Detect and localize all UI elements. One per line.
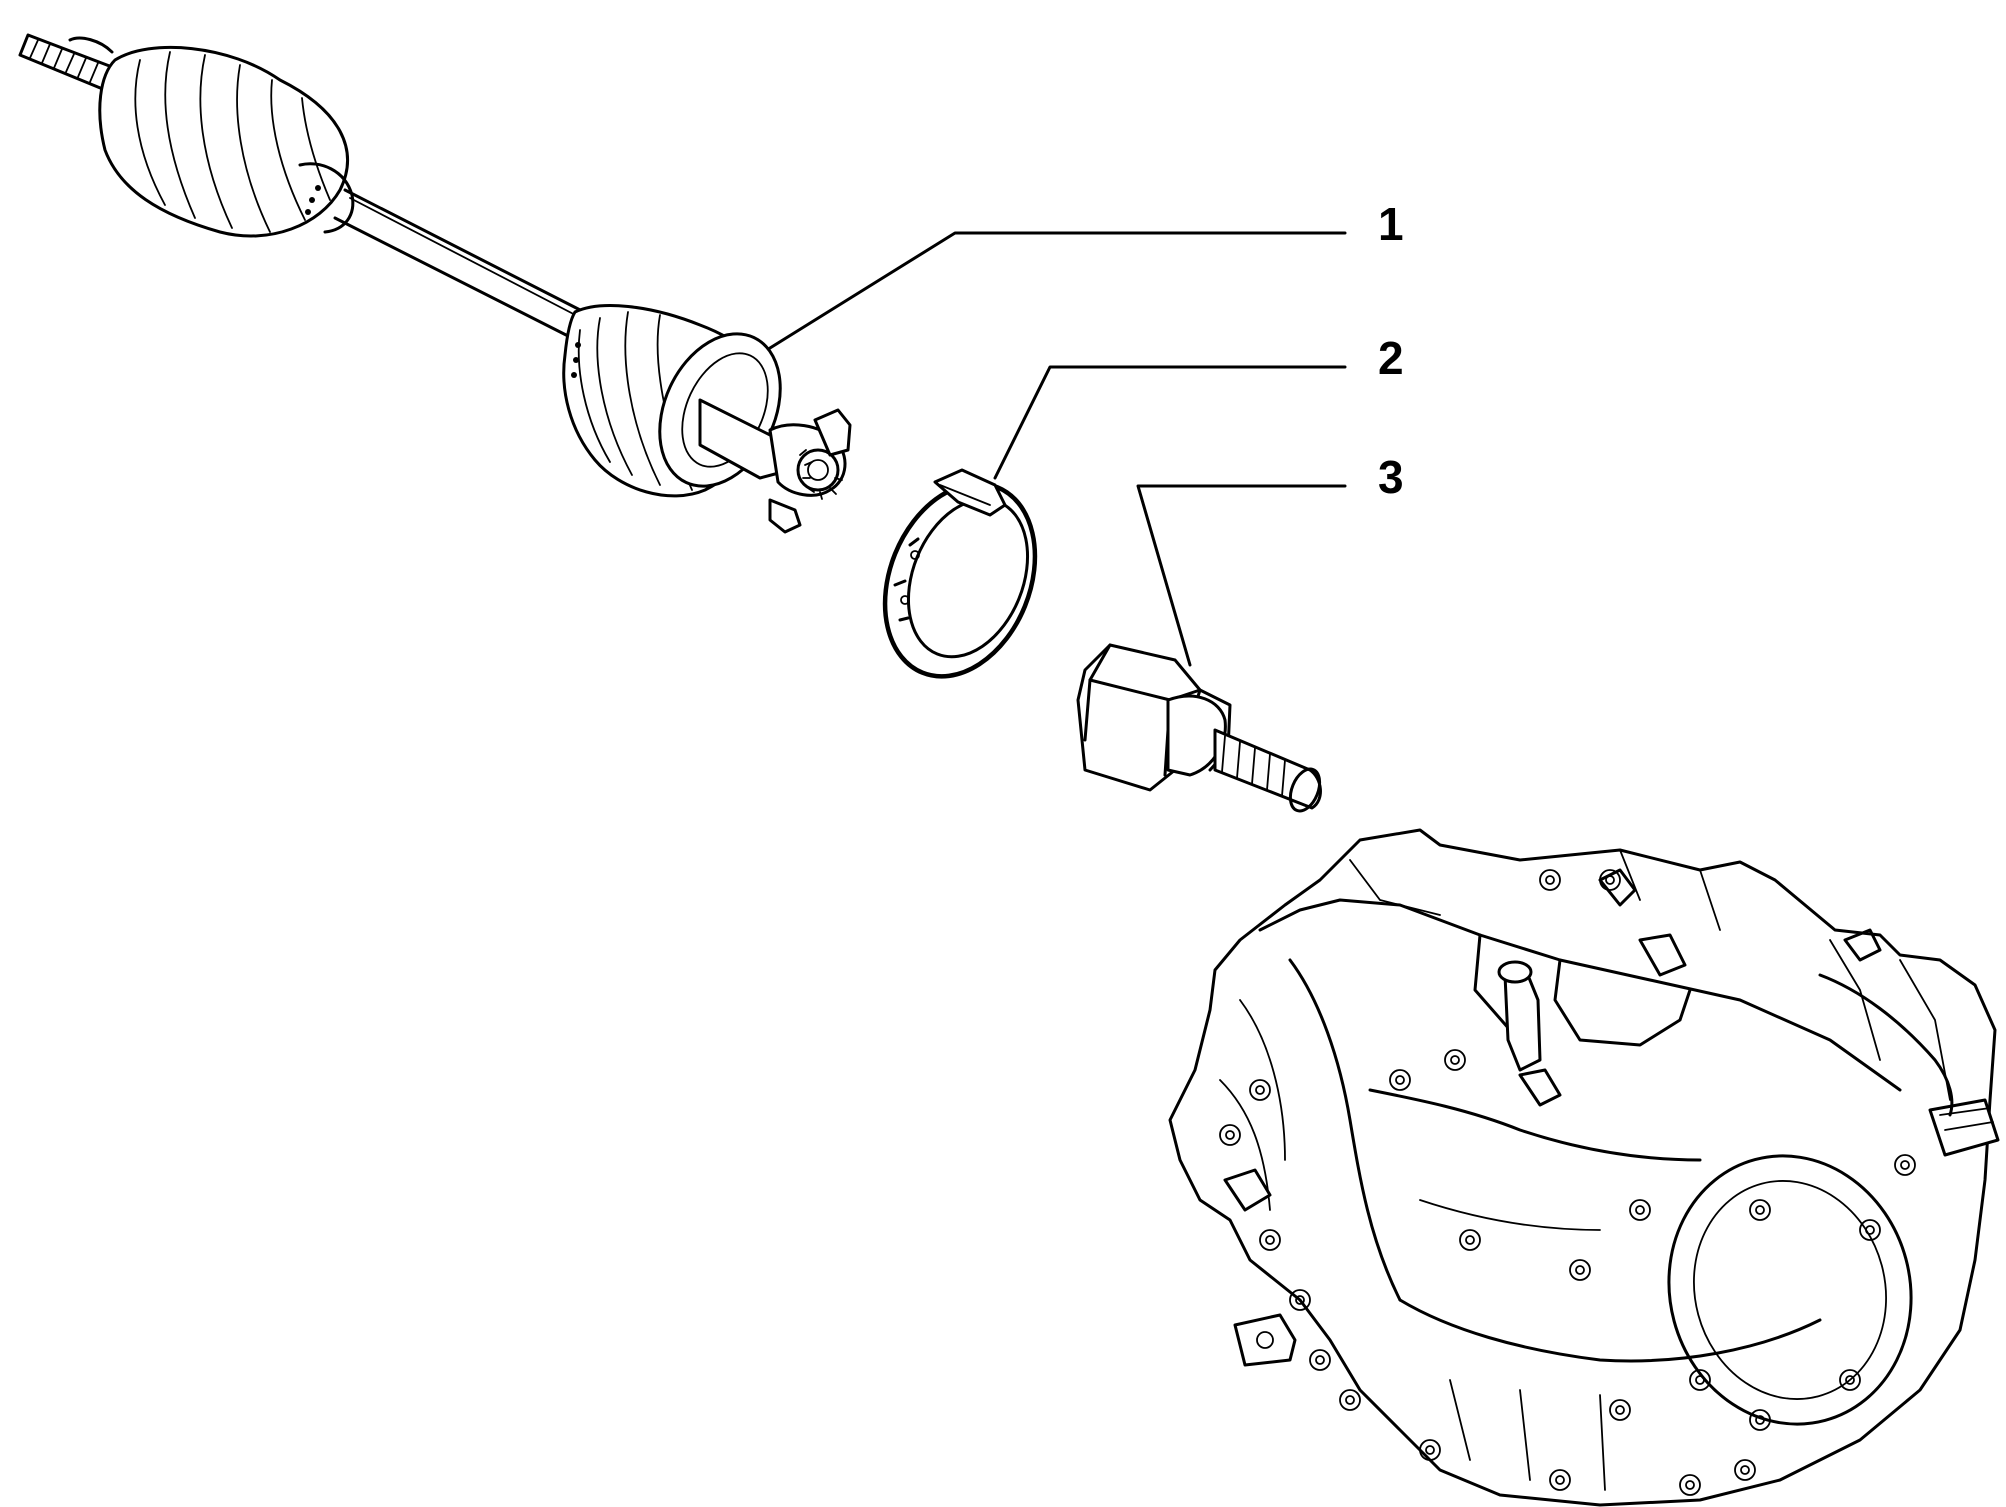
callout-number-3: 3 xyxy=(1378,451,1404,503)
callout-1-leader-line xyxy=(768,231,1347,350)
transmission-housing xyxy=(1168,828,2000,1507)
callout-number-2: 2 xyxy=(1378,332,1404,384)
inner-joint-stub-shaft xyxy=(1076,643,1322,813)
callout-3-leader-line xyxy=(1136,484,1347,667)
callout-number-1: 1 xyxy=(1378,198,1404,250)
boot-clamp-ring xyxy=(882,468,1038,679)
driveshaft-assembly xyxy=(18,33,852,534)
callout-leaders xyxy=(768,231,1347,667)
callout-2-leader-line xyxy=(993,365,1347,480)
